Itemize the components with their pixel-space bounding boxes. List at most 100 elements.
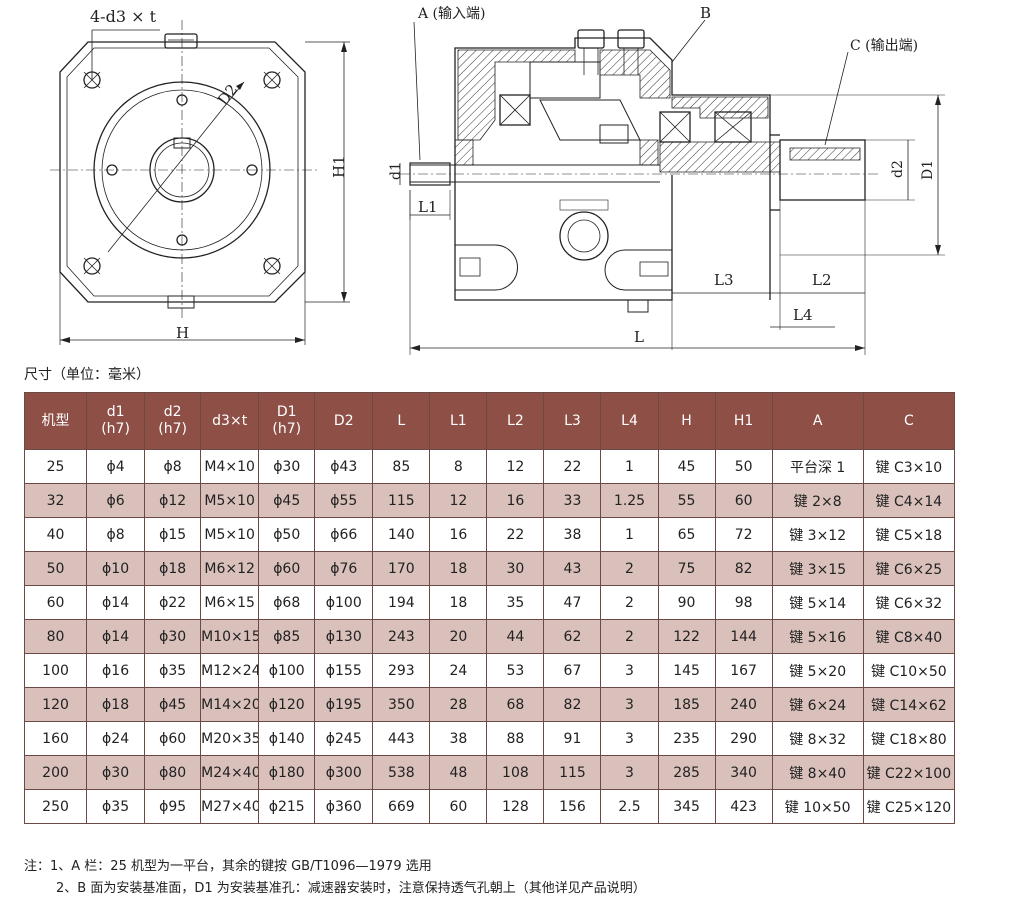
column-header-label: A	[812, 412, 823, 429]
table-cell: 85	[372, 449, 431, 484]
table-cell: ϕ8	[144, 449, 202, 484]
label-B: B	[700, 4, 711, 22]
table-cell: 键 C22×100	[862, 755, 956, 790]
table-cell: ϕ15	[144, 517, 202, 552]
table-cell: M4×10	[200, 449, 260, 484]
table-cell: 60	[714, 483, 773, 518]
table-cell: ϕ6	[86, 483, 146, 518]
table-cell: 80	[23, 619, 88, 654]
column-header-label: C	[903, 412, 914, 429]
table-cell: ϕ14	[86, 585, 146, 620]
column-header: D1(h7)	[258, 392, 316, 450]
table-cell: 200	[23, 755, 88, 790]
column-header: L1	[429, 392, 488, 450]
column-header: L4	[600, 392, 659, 450]
table-cell: 30	[486, 551, 545, 586]
table-cell: 128	[486, 789, 545, 824]
table-cell: 25	[23, 449, 88, 484]
column-header: L	[372, 392, 431, 450]
table-cell: 350	[372, 687, 431, 722]
table-cell: 50	[23, 551, 88, 586]
table-cell: ϕ60	[144, 721, 202, 756]
table-cell: 1.25	[600, 483, 659, 518]
table-cell: 1	[600, 517, 659, 552]
table-cell: ϕ45	[144, 687, 202, 722]
label-H-left: H	[176, 324, 189, 342]
table-cell: 8	[429, 449, 488, 484]
column-header: H	[657, 392, 716, 450]
label-D1-right: D1	[920, 160, 936, 180]
table-cell: ϕ24	[86, 721, 146, 756]
table-cell: 144	[714, 619, 773, 654]
table-cell: 43	[543, 551, 602, 586]
label-L4: L4	[793, 306, 813, 324]
column-header-label: L4	[621, 412, 638, 429]
table-cell: 170	[372, 551, 431, 586]
table-cell: 3	[600, 653, 659, 688]
table-cell: 键 3×15	[771, 551, 864, 586]
table-cell: ϕ68	[258, 585, 316, 620]
table-cell: M20×35	[200, 721, 260, 756]
table-cell: 47	[543, 585, 602, 620]
table-cell: 48	[429, 755, 488, 790]
column-header-label: L3	[564, 412, 581, 429]
column-header: A	[771, 392, 864, 450]
column-header-label: D1	[276, 404, 297, 420]
table-cell: 65	[657, 517, 716, 552]
notes: 注：1、A 栏：25 机型为一平台，其余的键按 GB/T1096—1979 选用…	[24, 856, 646, 900]
table-cell: 82	[714, 551, 773, 586]
table-cell: 键 2×8	[771, 483, 864, 518]
note-line-1: 注：1、A 栏：25 机型为一平台，其余的键按 GB/T1096—1979 选用	[24, 859, 432, 874]
table-cell: 62	[543, 619, 602, 654]
table-cell: 115	[543, 755, 602, 790]
table-cell: 75	[657, 551, 716, 586]
label-L2: L2	[812, 271, 832, 289]
table-cell: ϕ80	[144, 755, 202, 790]
table-cell: 290	[714, 721, 773, 756]
table-cell: ϕ50	[258, 517, 316, 552]
table-cell: 20	[429, 619, 488, 654]
table-cell: ϕ245	[314, 721, 374, 756]
table-cell: 键 8×32	[771, 721, 864, 756]
label-bolt-spec: 4-d3 × t	[90, 7, 157, 26]
table-cell: ϕ12	[144, 483, 202, 518]
table-cell: 键 C4×14	[862, 483, 956, 518]
table-cell: ϕ360	[314, 789, 374, 824]
table-cell: 32	[23, 483, 88, 518]
section-view	[399, 19, 945, 355]
table-cell: M6×12	[200, 551, 260, 586]
table-cell: 2	[600, 585, 659, 620]
front-view	[50, 20, 350, 345]
label-d2-right: d2	[890, 160, 906, 178]
table-cell: 3	[600, 721, 659, 756]
table-cell: M27×40	[200, 789, 260, 824]
column-header-label: d2	[163, 404, 182, 420]
table-cell: M14×20	[200, 687, 260, 722]
table-cell: 键 5×16	[771, 619, 864, 654]
column-header-label: L1	[450, 412, 467, 429]
table-cell: 55	[657, 483, 716, 518]
table-cell: ϕ30	[86, 755, 146, 790]
table-cell: 443	[372, 721, 431, 756]
table-cell: 键 C3×10	[862, 449, 956, 484]
table-cell: 键 C25×120	[862, 789, 956, 824]
table-cell: 键 C14×62	[862, 687, 956, 722]
table-cell: M5×10	[200, 517, 260, 552]
table-cell: ϕ55	[314, 483, 374, 518]
table-cell: 250	[23, 789, 88, 824]
column-header: L2	[486, 392, 545, 450]
table-cell: 键 3×12	[771, 517, 864, 552]
table-cell: 40	[23, 517, 88, 552]
table-cell: ϕ140	[258, 721, 316, 756]
table-cell: 12	[429, 483, 488, 518]
table-cell: 键 C18×80	[862, 721, 956, 756]
table-cell: 90	[657, 585, 716, 620]
table-cell: 120	[23, 687, 88, 722]
table-cell: 91	[543, 721, 602, 756]
